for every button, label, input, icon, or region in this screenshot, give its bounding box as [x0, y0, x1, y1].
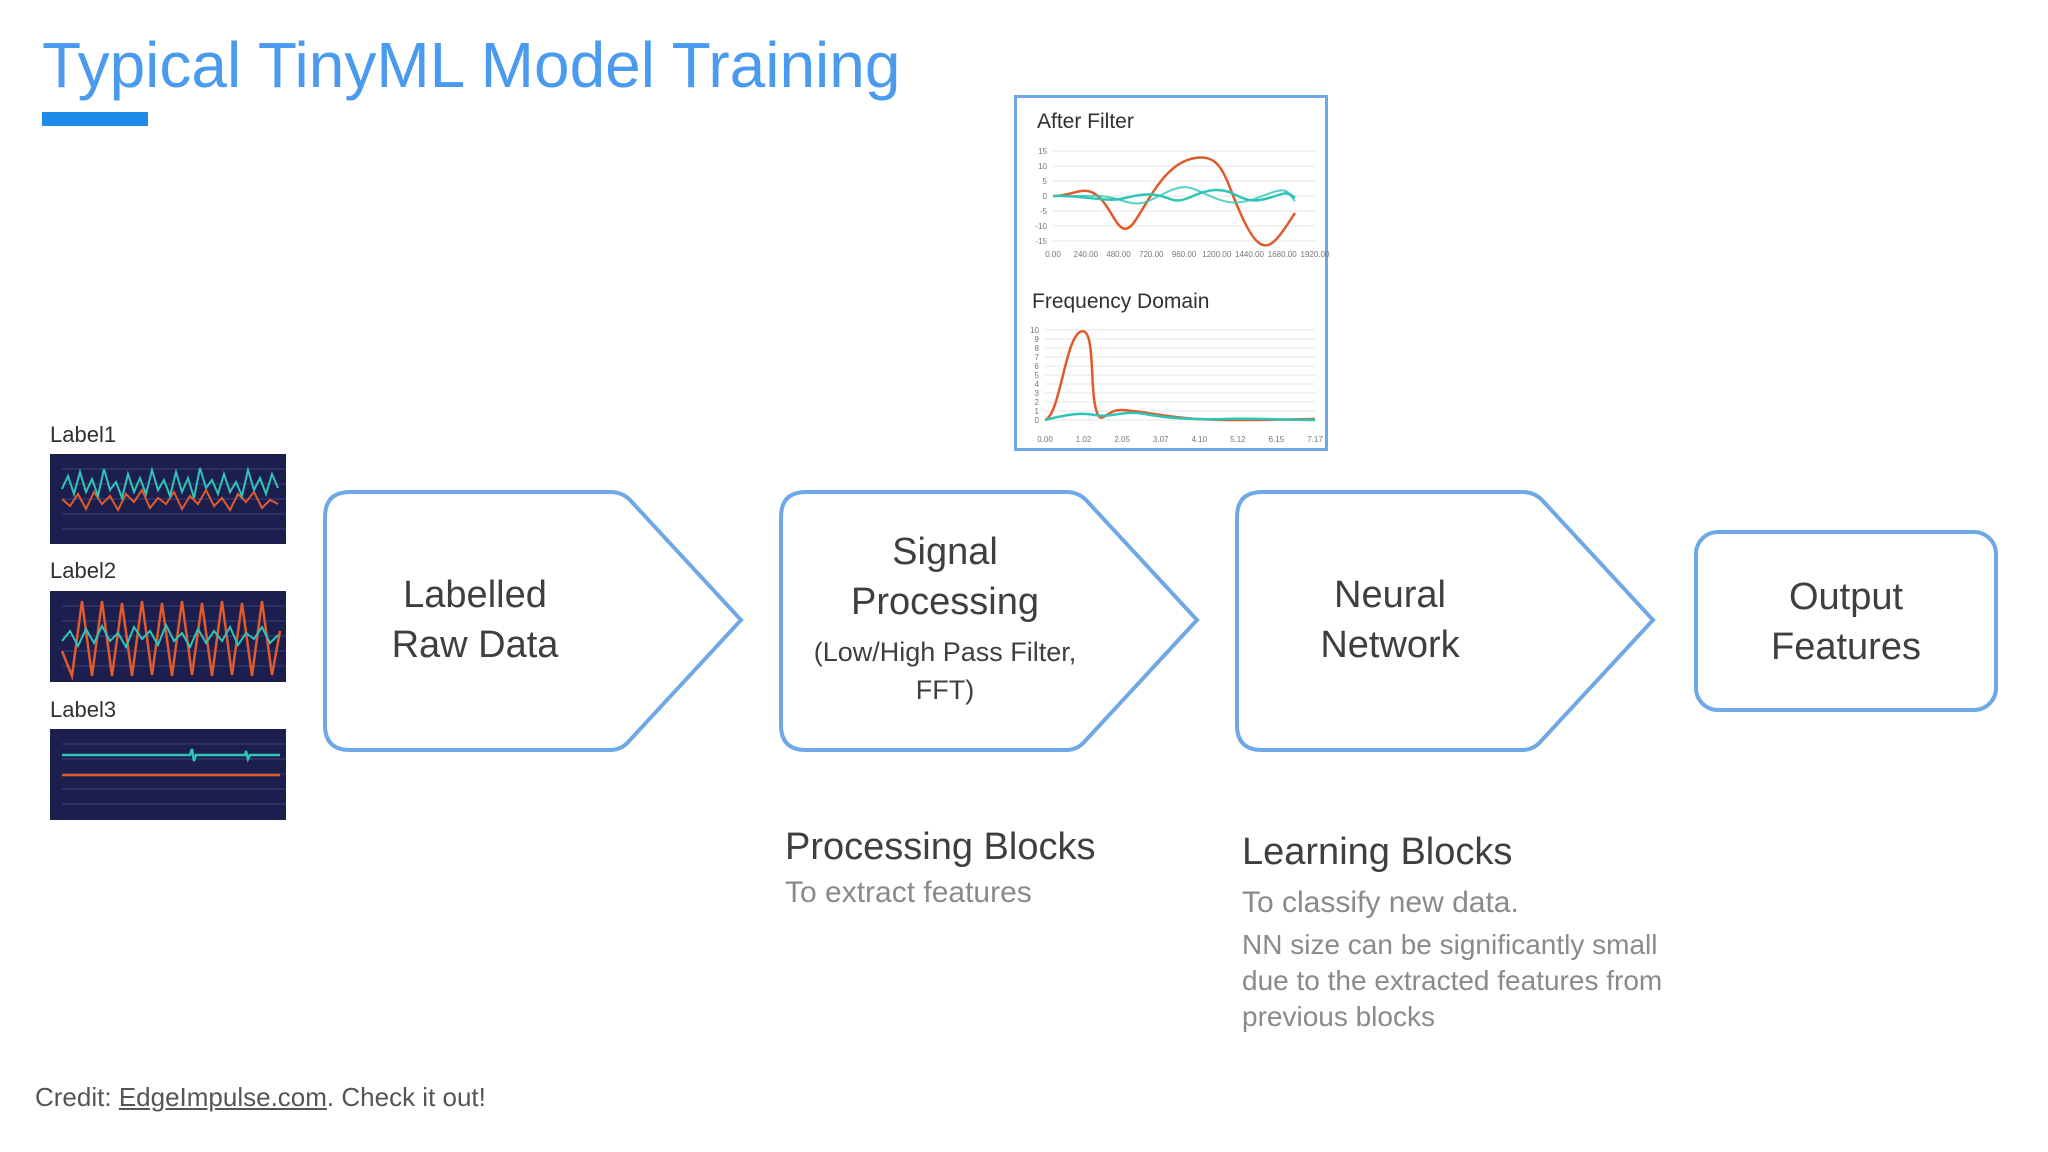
neural-network-line1: Neural: [1334, 574, 1446, 616]
frequency-domain-y-tick: 10: [1030, 326, 1039, 335]
after-filter-y-tick: 0: [1043, 192, 1048, 201]
output-features-block: [1694, 530, 1998, 712]
after-filter-x-tick: 720.00: [1139, 250, 1164, 259]
credit-suffix: . Check it out!: [326, 1082, 486, 1112]
signal-processing-line2: Processing: [851, 581, 1039, 623]
credit-prefix: Credit:: [35, 1082, 119, 1112]
after-filter-x-tick: 960.00: [1172, 250, 1197, 259]
after-filter-y-tick: 5: [1043, 177, 1048, 186]
after-filter-x-tick: 1920.00: [1301, 250, 1330, 259]
raw-data-line1: Labelled: [403, 574, 547, 616]
frequency-domain-y-tick: 9: [1035, 335, 1040, 344]
slide-title: Typical TinyML Model Training: [42, 29, 901, 101]
after-filter-x-tick: 0.00: [1045, 250, 1061, 259]
frequency-domain-y-tick: 6: [1035, 362, 1040, 371]
sample-label-1: Label1: [50, 422, 117, 447]
signal-processing-label: Signal Processing (Low/High Pass Filter,…: [790, 527, 1100, 709]
after-filter-x-tick: 240.00: [1074, 250, 1099, 259]
frequency-domain-x-tick: 4.10: [1191, 435, 1207, 444]
signal-processing-sub2: FFT): [915, 675, 975, 705]
sample-thumbnail-2: [50, 591, 286, 682]
neural-network-line2: Network: [1320, 624, 1460, 666]
frequency-domain-x-tick: 3.07: [1153, 435, 1169, 444]
edgeimpulse-link[interactable]: EdgeImpulse.com: [118, 1082, 327, 1112]
processing-blocks-heading: Processing Blocks: [785, 826, 1096, 868]
frequency-domain-y-tick: 5: [1035, 371, 1040, 380]
sample-thumbnail-1: [50, 454, 286, 544]
after-filter-y-tick: -5: [1040, 207, 1048, 216]
frequency-domain-y-tick: 7: [1035, 353, 1040, 362]
output-features-line2: Features: [1771, 626, 1921, 668]
frequency-domain-x-tick: 7.17: [1307, 435, 1323, 444]
learning-blocks-subtitle: To classify new data.: [1242, 886, 1519, 919]
signal-processing-line1: Signal: [892, 531, 998, 573]
frequency-domain-x-tick: 2.05: [1114, 435, 1130, 444]
learning-note-line: NN size can be significantly small: [1242, 929, 1658, 960]
frequency-domain-title: Frequency Domain: [1032, 290, 1210, 313]
after-filter-x-tick: 1680.00: [1268, 250, 1297, 259]
signal-processing-sub1: (Low/High Pass Filter,: [813, 637, 1077, 667]
credit-line: Credit: EdgeImpulse.com. Check it out!: [35, 1082, 486, 1113]
after-filter-x-tick: 1440.00: [1235, 250, 1264, 259]
frequency-domain-x-tick: 6.15: [1269, 435, 1285, 444]
output-features-label: Output Features: [1696, 572, 1996, 672]
after-filter-y-tick: -15: [1035, 237, 1047, 246]
after-filter-x-tick: 480.00: [1106, 250, 1131, 259]
frequency-domain-x-tick: 0.00: [1037, 435, 1053, 444]
learning-note-line: due to the extracted features from: [1242, 965, 1663, 996]
sample-thumbnail-3: [50, 729, 286, 820]
learning-blocks-note: NN size can be significantly small due t…: [1242, 927, 1742, 1035]
frequency-domain-y-tick: 2: [1035, 398, 1040, 407]
sample-label-3: Label3: [50, 697, 117, 722]
frequency-domain-y-tick: 1: [1035, 407, 1040, 416]
frequency-domain-y-tick: 8: [1035, 344, 1040, 353]
learning-blocks-heading: Learning Blocks: [1242, 831, 1513, 873]
neural-network-block: [1235, 490, 1656, 752]
output-features-line1: Output: [1788, 576, 1904, 618]
neural-network-label: Neural Network: [1250, 570, 1530, 670]
raw-data-line2: Raw Data: [391, 624, 559, 666]
signal-processing-block: [779, 490, 1200, 752]
learning-note-line: previous blocks: [1242, 1001, 1435, 1032]
sample-label-2: Label2: [50, 558, 117, 583]
after-filter-y-tick: 10: [1038, 162, 1047, 171]
after-filter-y-tick: -10: [1035, 222, 1047, 231]
frequency-domain-x-tick: 5.12: [1230, 435, 1246, 444]
frequency-domain-y-tick: 0: [1035, 416, 1040, 425]
after-filter-x-tick: 1200.00: [1202, 250, 1231, 259]
after-filter-title: After Filter: [1037, 110, 1134, 133]
raw-data-label: Labelled Raw Data: [340, 570, 610, 670]
frequency-domain-y-tick: 4: [1035, 380, 1040, 389]
processing-blocks-subtitle: To extract features: [785, 876, 1032, 909]
frequency-domain-x-tick: 1.02: [1076, 435, 1092, 444]
after-filter-chart: 15 10 5 0 -5 -10 -15 0.00 240.00 480.00 720.00 960…: [1035, 147, 1330, 259]
title-accent-bar: [42, 112, 148, 126]
raw-data-block: [323, 490, 744, 752]
frequency-domain-y-tick: 3: [1035, 389, 1040, 398]
after-filter-y-tick: 15: [1038, 147, 1047, 156]
